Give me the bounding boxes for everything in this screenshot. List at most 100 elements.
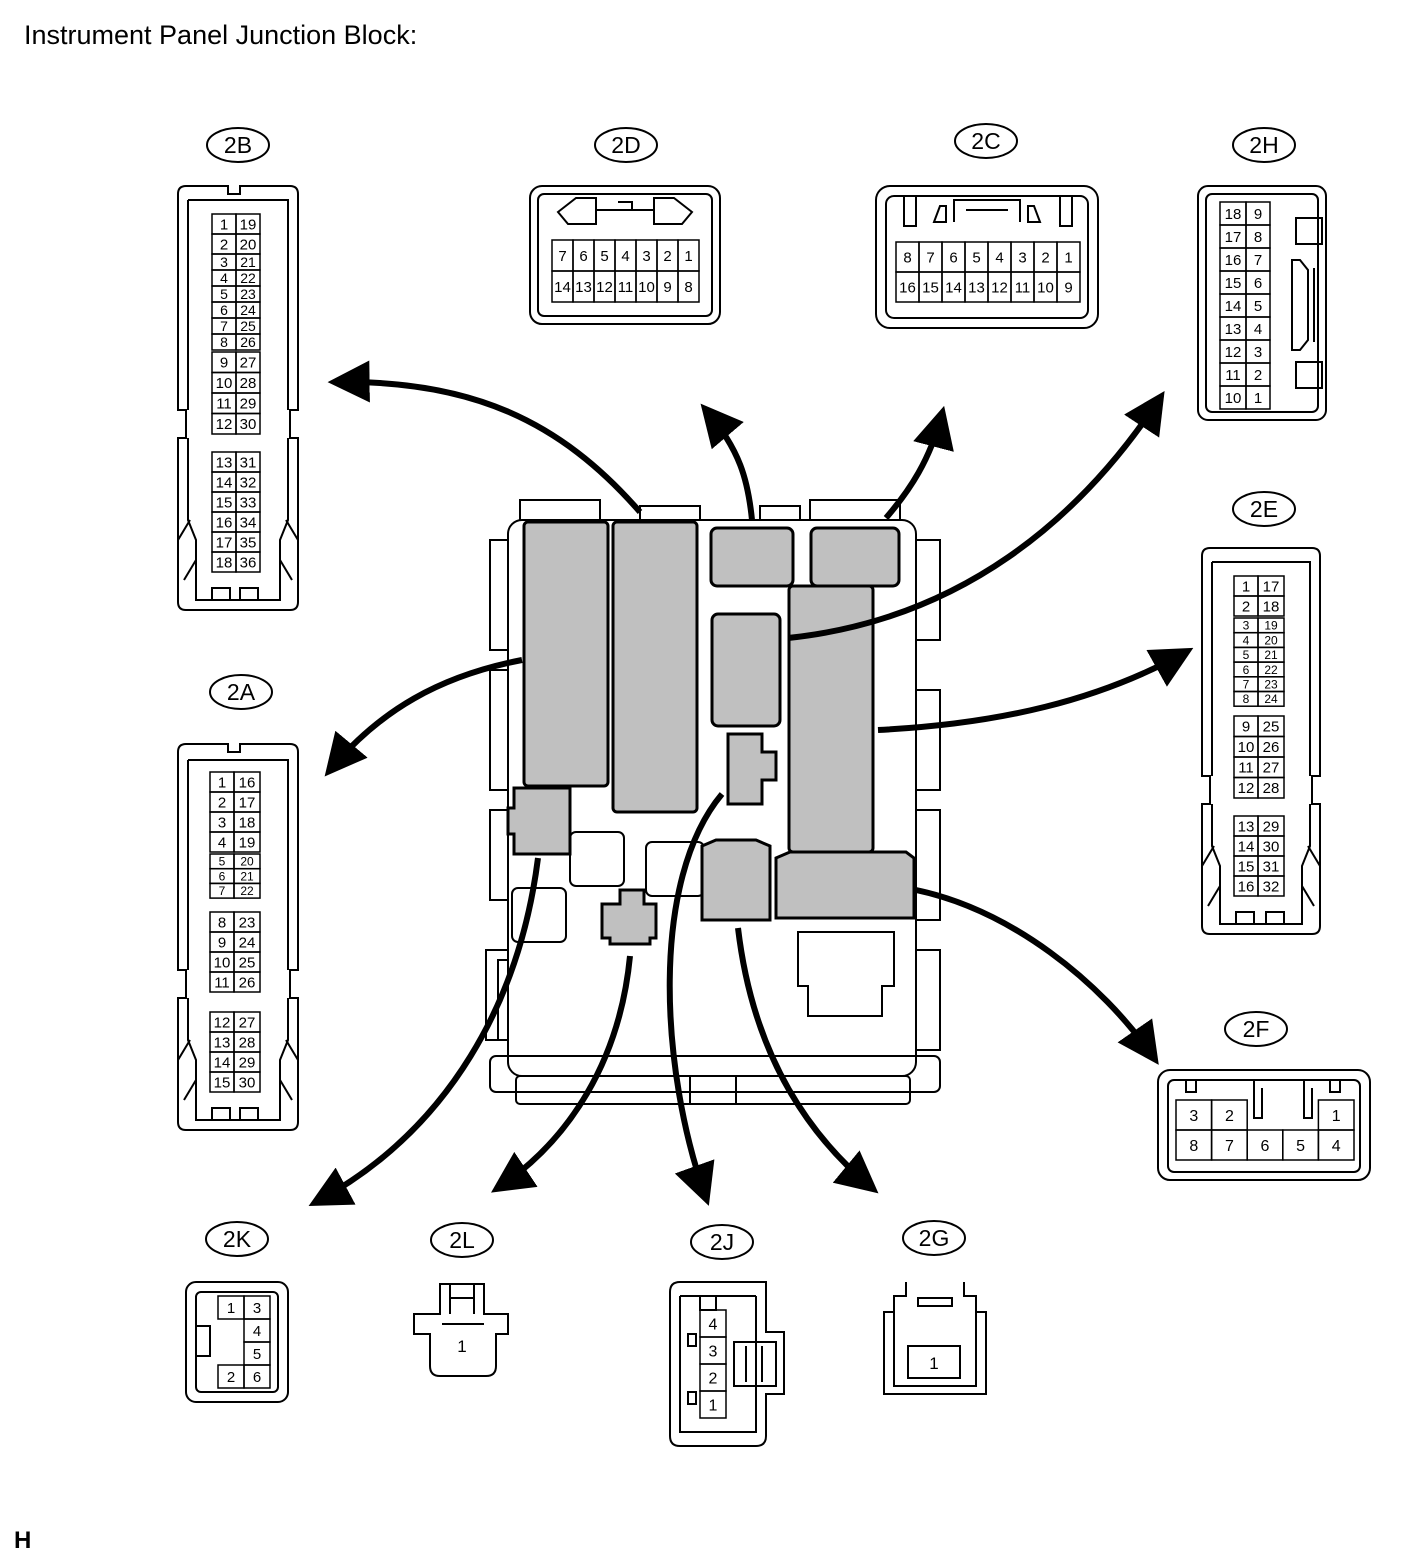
pin-2a: 13	[214, 1034, 231, 1051]
pin-2c: 15	[922, 279, 939, 296]
pin-2h: 3	[1254, 344, 1262, 361]
connector-2a	[177, 743, 299, 1131]
pin-2c: 9	[1064, 279, 1072, 296]
connector-label-oval	[690, 1224, 754, 1260]
relay-left-bottom	[506, 786, 572, 856]
pin-2e: 9	[1242, 719, 1250, 736]
pin-2a: 5	[219, 855, 226, 869]
pin-2e: 8	[1243, 692, 1250, 706]
pin-2a: 2	[218, 794, 226, 811]
pin-2b: 8	[220, 334, 228, 350]
pin-2e: 4	[1243, 633, 1250, 647]
pin-2f: 7	[1225, 1138, 1234, 1155]
pin-2e: 28	[1263, 780, 1280, 797]
pin-2b: 1	[220, 216, 228, 233]
connector-label-2g: 2G	[919, 1225, 950, 1251]
connector-2j	[669, 1281, 785, 1447]
pin-2b: 26	[240, 334, 256, 350]
pin-2a: 15	[214, 1074, 231, 1091]
connector-2k	[185, 1281, 289, 1403]
pin-2h: 1	[1254, 390, 1262, 407]
connector-label-oval	[206, 127, 270, 163]
pin-2h: 8	[1254, 229, 1262, 246]
pin-2b: 34	[240, 514, 257, 531]
pin-2a: 10	[214, 954, 231, 971]
connector-label-2c: 2C	[971, 128, 1000, 154]
pin-2d: 13	[575, 279, 592, 296]
pin-2a: 11	[214, 974, 230, 991]
connector-label-2k: 2K	[223, 1226, 252, 1252]
pin-2e: 1	[1242, 578, 1250, 595]
pin-2a: 4	[218, 834, 226, 851]
pin-2b: 11	[216, 396, 232, 413]
pin-2h: 7	[1254, 252, 1262, 269]
pin-2e: 17	[1263, 578, 1280, 595]
connector-2d	[529, 185, 721, 325]
pin-2c: 16	[899, 279, 916, 296]
pin-2d: 5	[600, 248, 608, 265]
pin-2c: 10	[1037, 279, 1054, 296]
pin-2e: 7	[1243, 677, 1250, 691]
relay-top-small-a	[709, 526, 795, 588]
pin-2l: 1	[457, 1337, 466, 1356]
pin-2b: 32	[240, 474, 257, 491]
pin-2b: 21	[240, 254, 256, 270]
pin-2h: 12	[1225, 344, 1242, 361]
pin-2e: 20	[1264, 633, 1278, 647]
pin-2k: 6	[253, 1369, 261, 1386]
pin-2e: 13	[1238, 818, 1255, 835]
pin-2d: 8	[684, 279, 692, 296]
pin-2b: 36	[240, 554, 257, 571]
arrow-2h	[787, 390, 1165, 641]
pin-2e: 30	[1263, 838, 1280, 855]
arrow-2b	[327, 360, 643, 514]
pin-2e: 5	[1243, 648, 1250, 662]
connector-2l	[413, 1283, 509, 1377]
pin-2e: 10	[1238, 739, 1255, 756]
connector-label-2j: 2J	[710, 1229, 734, 1255]
pin-2d: 14	[554, 279, 571, 296]
pin-2a: 16	[239, 774, 256, 791]
pin-2a: 9	[218, 934, 226, 951]
pin-2h: 15	[1225, 275, 1242, 292]
pin-2b: 4	[220, 270, 228, 286]
pin-2d: 10	[638, 279, 655, 296]
pin-2g: 1	[929, 1354, 938, 1373]
pin-2e: 14	[1238, 838, 1255, 855]
pin-2b: 17	[216, 534, 233, 551]
pin-2d: 11	[618, 279, 634, 296]
pin-2e: 29	[1263, 818, 1280, 835]
pin-2a: 1	[218, 774, 226, 791]
relay-group	[506, 520, 916, 946]
pin-2b: 5	[220, 286, 228, 302]
pin-2a: 24	[239, 934, 256, 951]
pin-2a: 22	[240, 884, 254, 898]
pin-2j: 3	[709, 1343, 718, 1360]
pin-2e: 12	[1238, 780, 1255, 797]
pin-2c: 2	[1041, 249, 1049, 266]
pin-2e: 22	[1264, 663, 1278, 677]
pin-2b: 22	[240, 270, 256, 286]
pin-2e: 21	[1264, 648, 1278, 662]
pin-2b: 31	[240, 454, 257, 471]
pin-2a: 28	[239, 1034, 256, 1051]
pin-2b: 12	[216, 416, 233, 433]
pin-2a: 7	[219, 884, 226, 898]
pin-2e: 16	[1238, 878, 1255, 895]
connector-label-oval	[1224, 1011, 1288, 1047]
pin-2k: 3	[253, 1300, 261, 1317]
pin-2b: 19	[240, 216, 257, 233]
pin-2f: 4	[1332, 1138, 1341, 1155]
pin-2b: 2	[220, 236, 228, 253]
arrow-2e	[877, 647, 1194, 733]
pin-2b: 20	[240, 236, 257, 253]
pin-2a: 3	[218, 814, 226, 831]
connector-label-2l: 2L	[449, 1227, 475, 1253]
pin-2a: 17	[239, 794, 256, 811]
pin-2a: 26	[239, 974, 256, 991]
pin-2b: 10	[216, 375, 233, 392]
pin-2a: 18	[239, 814, 256, 831]
pin-2b: 15	[216, 494, 233, 511]
